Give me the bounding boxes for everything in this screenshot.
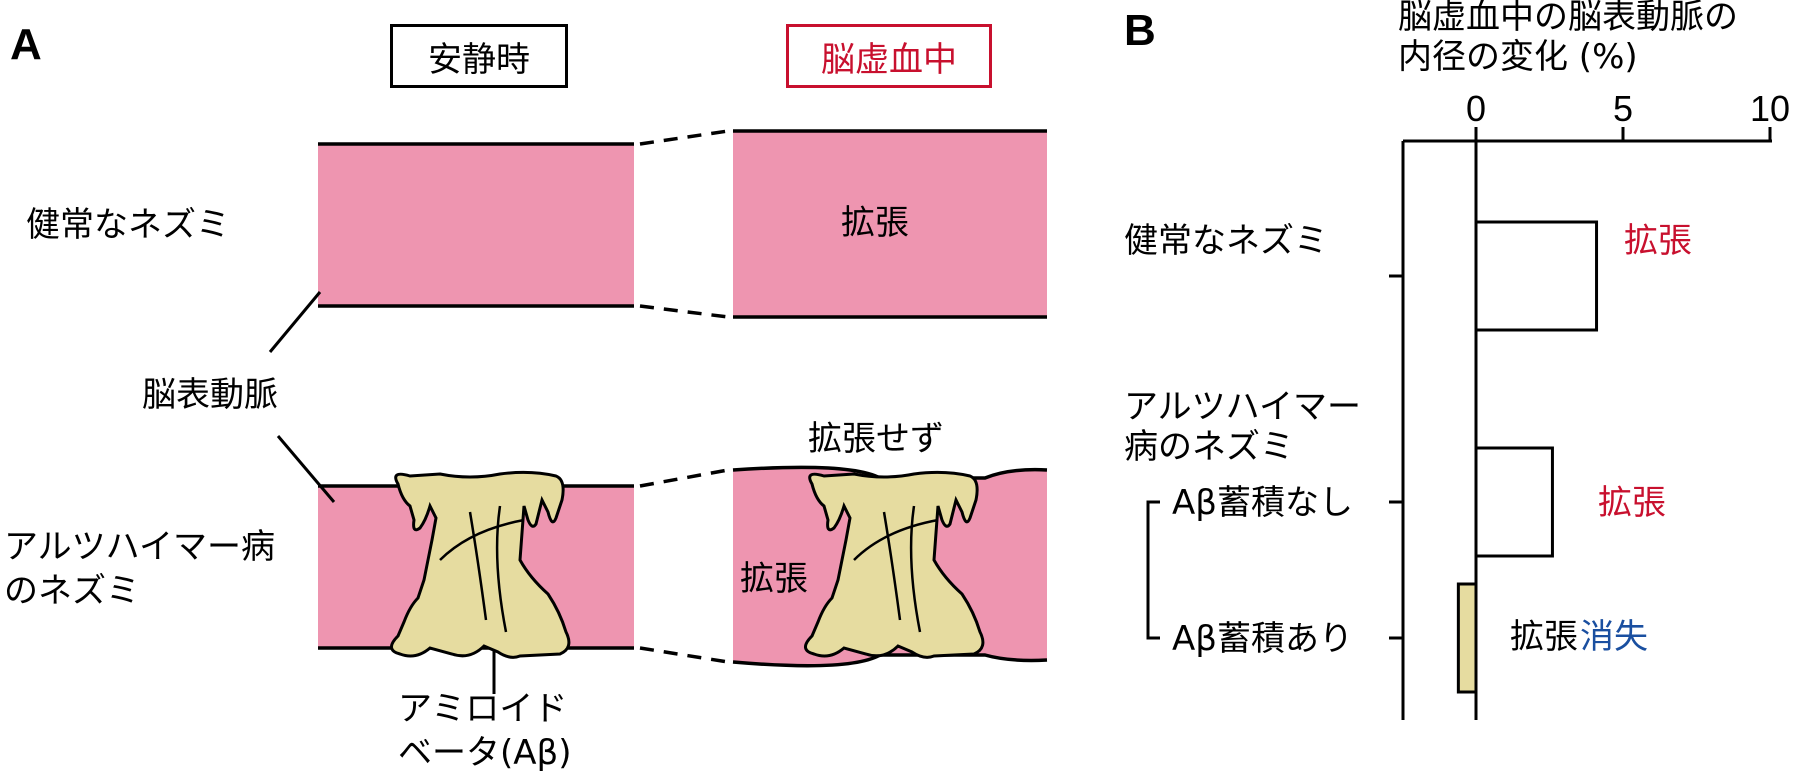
- amyloid-label-line1: アミロイド: [398, 689, 568, 729]
- vessel-healthy-ischemia: [733, 131, 1047, 317]
- header-rest: 安静時: [390, 24, 568, 88]
- connector-top: [639, 129, 729, 146]
- vessel-healthy-rest: [318, 144, 634, 306]
- annotation-2-part-0: 拡張: [1510, 617, 1578, 657]
- panel-a-letter: A: [10, 20, 42, 69]
- chart-title-line2: 内径の変化 (%): [1398, 37, 1638, 77]
- amyloid-label-line2: ベータ(Aβ): [398, 733, 572, 773]
- vessel-alz-dilation-label: 拡張: [740, 559, 808, 599]
- header-ischemia: 脳虚血中: [786, 24, 992, 88]
- group-label-line1: アルツハイマー: [1124, 387, 1361, 427]
- bar-1: [1474, 446, 1554, 558]
- chart-title-line1: 脳虚血中の脳表動脈の: [1398, 0, 1738, 37]
- no-dilation-label: 拡張せず: [808, 419, 944, 459]
- x-tick-label-10: 10: [1749, 88, 1791, 129]
- artery-pointer-bottom: [276, 435, 336, 503]
- artery-label: 脳表動脈: [142, 375, 278, 415]
- vessel-healthy-dilation-label: 拡張: [841, 203, 909, 243]
- category-label-1: Aβ蓄積なし: [1172, 483, 1353, 523]
- amyloid-plaque-rest: [390, 470, 571, 659]
- annotation-2-part-1: 消失: [1580, 617, 1648, 657]
- x-tick-label-0: 0: [1465, 88, 1487, 129]
- group-label-line2: 病のネズミ: [1124, 427, 1294, 467]
- bar-0: [1474, 220, 1599, 332]
- artery-pointer-top: [268, 291, 322, 353]
- row-alz-label-line2: のネズミ: [4, 571, 140, 611]
- category-label-2: Aβ蓄積あり: [1172, 619, 1353, 659]
- bar-2: [1456, 582, 1478, 694]
- connector-bottom: [639, 304, 729, 319]
- category-label-0: 健常なネズミ: [1124, 221, 1328, 261]
- row-alz-label-line1: アルツハイマー病: [4, 527, 275, 567]
- panel-b-letter: B: [1124, 6, 1156, 55]
- annotation-1-part-0: 拡張: [1598, 483, 1666, 523]
- amyloid-plaque-ischemia: [804, 470, 985, 659]
- group-bracket: [1146, 500, 1160, 640]
- x-tick-label-5: 5: [1612, 88, 1634, 129]
- row-healthy-label: 健常なネズミ: [26, 205, 230, 245]
- annotation-0-part-0: 拡張: [1624, 221, 1692, 261]
